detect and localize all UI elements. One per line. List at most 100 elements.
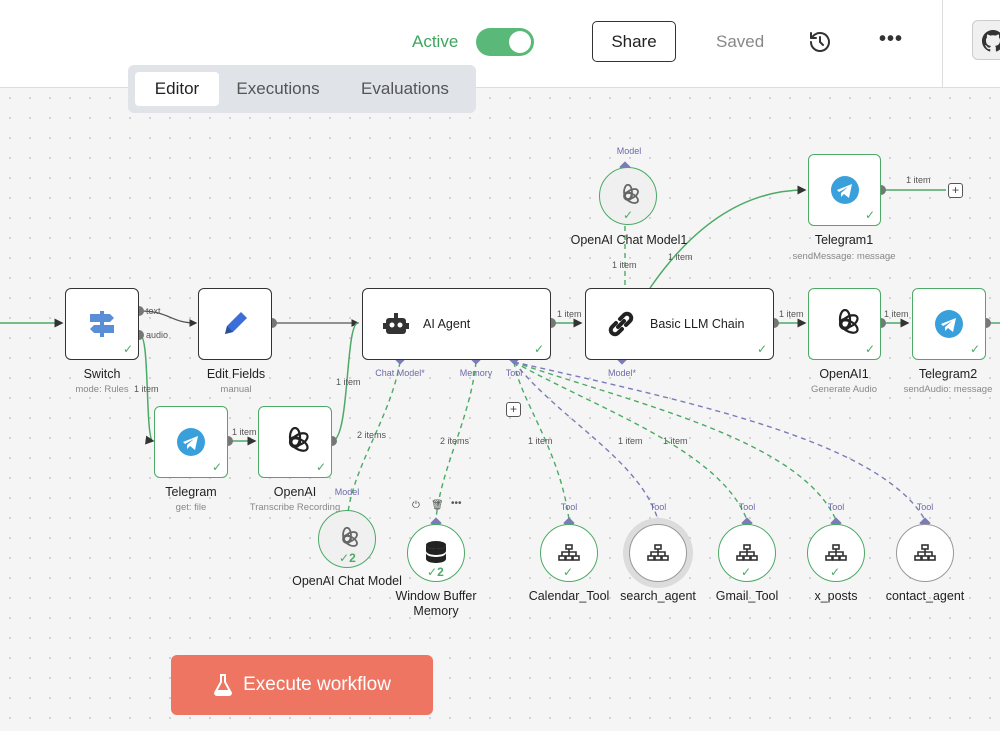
more-icon[interactable]: ••• — [451, 498, 462, 509]
contact-agent-node[interactable] — [896, 524, 954, 582]
github-icon — [982, 30, 1000, 52]
openai-subtitle: Transcribe Recording — [249, 502, 341, 513]
telegram-icon — [830, 176, 859, 204]
telegram1-node[interactable]: ✓ — [808, 154, 881, 226]
telegram2-title: Telegram2 — [918, 367, 978, 381]
edge-label: 2 items — [440, 436, 470, 446]
search-agent-node[interactable] — [629, 524, 687, 582]
trash-icon[interactable]: 🗑 — [431, 500, 444, 511]
openai1-subtitle: Generate Audio — [810, 384, 878, 395]
github-button[interactable] — [972, 20, 1000, 60]
saved-status: Saved — [716, 32, 765, 51]
telegram1-title: Telegram1 — [814, 233, 874, 247]
llm-chain-title: Basic LLM Chain — [650, 317, 745, 331]
success-check-icon: ✓ — [864, 342, 875, 356]
success-check-icon: ✓ — [563, 565, 574, 579]
tool-port-label: Tool — [916, 502, 934, 512]
success-check-icon: ✓ — [830, 565, 841, 579]
edge-label: 1 item — [528, 436, 553, 446]
sitemap-icon — [914, 544, 936, 561]
edge-label: 1 item — [884, 309, 909, 319]
edit-fields-title: Edit Fields — [206, 367, 266, 381]
memory-node[interactable]: ✓2 — [407, 524, 465, 582]
chat-model-port-label: Chat Model* — [375, 368, 425, 378]
openai-icon — [342, 527, 358, 547]
success-check-icon: ✓ — [864, 208, 875, 222]
telegram-node[interactable]: ✓ — [154, 406, 228, 478]
openai-icon — [838, 309, 859, 334]
telegram-title: Telegram — [165, 485, 217, 499]
tab-evaluations[interactable]: Evaluations — [361, 79, 449, 98]
edge-label: 1 item — [779, 309, 804, 319]
sitemap-icon — [825, 544, 847, 561]
history-icon[interactable] — [808, 30, 832, 59]
robot-icon — [383, 313, 409, 334]
add-tool-button[interactable]: + — [506, 402, 521, 417]
openai-chat-model-title: OpenAI Chat Model — [292, 574, 402, 588]
view-tabs: Editor Executions Evaluations — [128, 65, 476, 113]
contact-agent-title: contact_agent — [885, 589, 965, 603]
success-check-icon: ✓ — [315, 460, 326, 474]
openai-chat-model1-title: OpenAI Chat Model1 — [570, 233, 688, 247]
success-check-icon: ✓ — [122, 342, 133, 356]
tool-port-label: Tool — [738, 502, 756, 512]
calendar-tool-title: Calendar_Tool — [528, 589, 610, 603]
switch-subtitle: mode: Rules — [75, 384, 129, 395]
edge-label: 2 items — [357, 430, 387, 440]
sitemap-icon — [647, 544, 669, 561]
memory-title: Window Buffer Memory — [395, 589, 477, 618]
edge-label: 1 item — [906, 175, 931, 185]
telegram2-subtitle: sendAudio: message — [903, 384, 993, 395]
run-count: 2 — [349, 551, 356, 565]
output-text-label: text — [146, 306, 161, 316]
memory-port-label: Memory — [459, 368, 493, 378]
edge-label: 1 item — [232, 427, 257, 437]
tab-editor[interactable]: Editor — [135, 72, 219, 106]
success-check-icon: ✓ — [211, 460, 222, 474]
ai-agent-title: AI Agent — [423, 317, 471, 331]
power-icon[interactable]: ⏻ — [412, 500, 420, 511]
success-check-icon: ✓ — [756, 342, 767, 356]
active-label: Active — [412, 32, 459, 51]
switch-node[interactable]: ✓ — [65, 288, 139, 360]
openai-chat-model1-node[interactable]: ✓ — [599, 167, 657, 225]
openai-title: OpenAI — [273, 485, 317, 499]
more-options-icon[interactable]: ••• — [879, 28, 904, 50]
openai-node[interactable]: ✓ — [258, 406, 332, 478]
tab-executions[interactable]: Executions — [236, 79, 320, 98]
calendar-tool-node[interactable]: ✓ — [540, 524, 598, 582]
add-node-button[interactable]: + — [948, 183, 963, 198]
switch-title: Switch — [83, 367, 121, 381]
edge-label: 1 item — [557, 309, 582, 319]
openai1-title: OpenAI1 — [819, 367, 869, 381]
edge-label: 1 item — [668, 252, 693, 262]
gmail-tool-title: Gmail_Tool — [715, 589, 779, 603]
run-count: 2 — [437, 565, 444, 579]
edge-label: 1 item — [336, 377, 361, 387]
gmail-tool-node[interactable]: ✓ — [718, 524, 776, 582]
chain-link-icon — [608, 311, 634, 337]
success-check-icon: ✓2 — [427, 565, 444, 579]
tool-port-label: Tool — [827, 502, 845, 512]
openai1-node[interactable]: ✓ — [808, 288, 881, 360]
edge-label: 1 item — [618, 436, 643, 446]
toggle-knob — [509, 31, 531, 53]
database-icon — [426, 541, 446, 563]
success-check-icon: ✓ — [533, 342, 544, 356]
success-check-icon: ✓2 — [339, 551, 356, 565]
sitemap-icon — [736, 544, 758, 561]
success-check-icon: ✓ — [741, 565, 752, 579]
active-toggle[interactable] — [476, 28, 534, 56]
execute-workflow-button[interactable]: Execute workflow — [171, 655, 433, 715]
edge-label: 1 item — [612, 260, 637, 270]
share-button[interactable]: Share — [592, 21, 676, 62]
search-agent-title: search_agent — [620, 589, 696, 603]
telegram2-node[interactable]: ✓ — [912, 288, 986, 360]
ai-agent-node[interactable]: AI Agent ✓ — [362, 288, 551, 360]
x-posts-node[interactable]: ✓ — [807, 524, 865, 582]
telegram-icon — [935, 310, 963, 338]
edit-fields-node[interactable] — [198, 288, 272, 360]
success-check-icon: ✓ — [623, 208, 634, 222]
openai-chat-model-node[interactable]: ✓2 — [318, 510, 376, 568]
llm-chain-node[interactable]: Basic LLM Chain ✓ — [585, 288, 774, 360]
